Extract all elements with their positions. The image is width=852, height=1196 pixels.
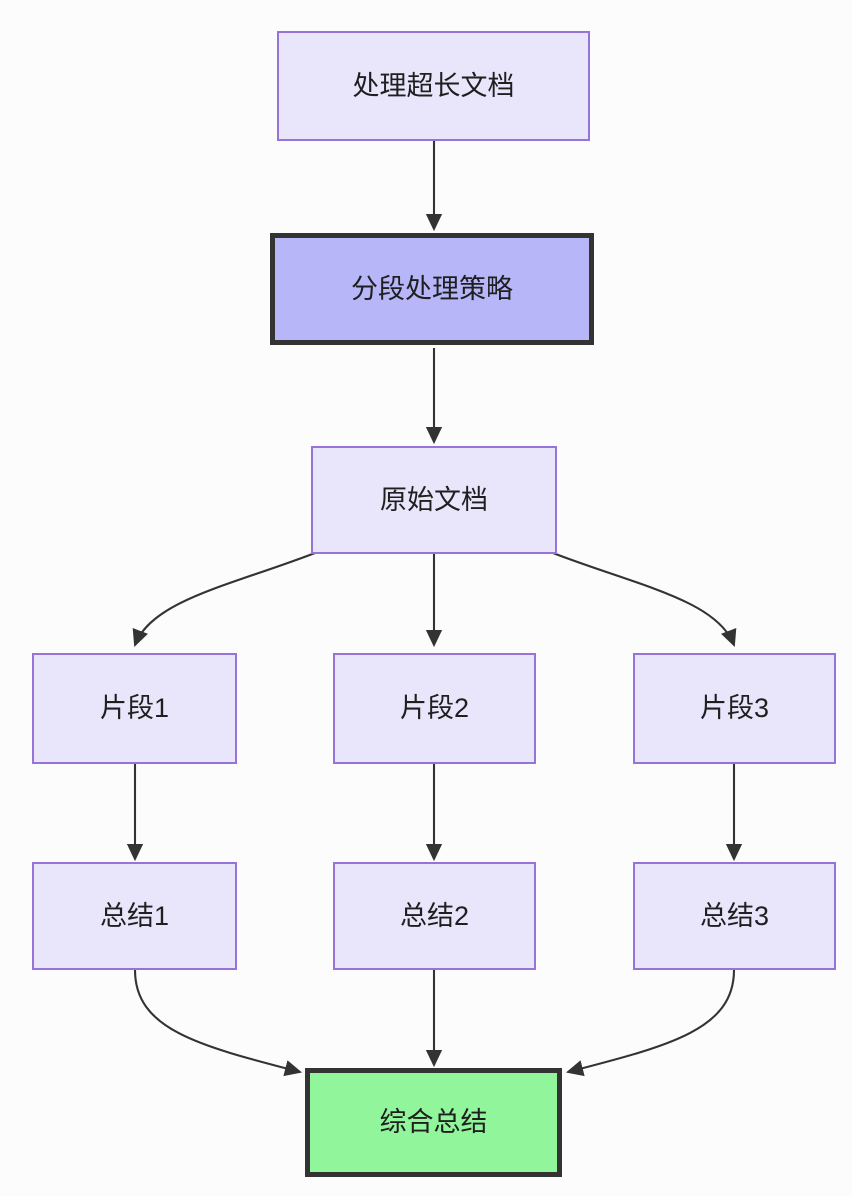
node-fragment-2[interactable]: 片段2: [333, 653, 536, 764]
node-label: 分段处理策略: [351, 273, 513, 304]
node-label: 总结2: [399, 900, 470, 931]
node-original-document[interactable]: 原始文档: [311, 446, 557, 554]
node-label: 片段2: [399, 693, 470, 724]
edge-n3-n6: [552, 552, 737, 647]
node-summary-2[interactable]: 总结2: [333, 862, 536, 970]
node-fragment-1[interactable]: 片段1: [32, 653, 237, 764]
node-summary-3[interactable]: 总结3: [633, 862, 836, 970]
edge-n3-n4: [132, 552, 316, 647]
node-label: 综合总结: [379, 1107, 488, 1138]
node-summary-1[interactable]: 总结1: [32, 862, 237, 970]
node-chunking-strategy[interactable]: 分段处理策略: [270, 233, 594, 345]
node-process-long-document[interactable]: 处理超长文档: [277, 31, 590, 141]
node-fragment-3[interactable]: 片段3: [633, 653, 836, 764]
node-label: 总结3: [699, 900, 770, 931]
node-comprehensive-summary[interactable]: 综合总结: [305, 1068, 562, 1177]
node-label: 片段1: [99, 693, 170, 724]
node-label: 总结1: [99, 900, 170, 931]
node-label: 片段3: [699, 693, 770, 724]
node-label: 原始文档: [380, 484, 488, 515]
edge-n9-n10: [565, 969, 736, 1077]
edge-n7-n10: [133, 969, 303, 1077]
node-label: 处理超长文档: [352, 70, 515, 101]
